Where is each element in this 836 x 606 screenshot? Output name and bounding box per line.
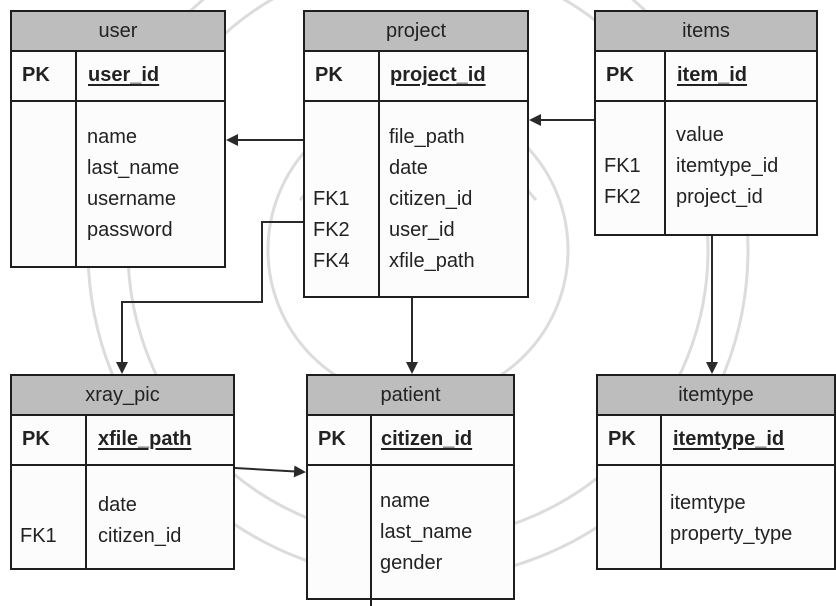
pk-field: user_id [88,64,160,86]
entity-itemtype[interactable]: itemtype PK itemtype_id itemtype propert… [596,374,836,570]
attribute-list: name last_name username password [12,102,224,268]
pk-row: PK user_id [12,52,224,102]
field-name: citizen_id [389,188,473,210]
pk-label: PK [22,428,50,450]
entity-patient[interactable]: patient PK citizen_id name last_name gen… [306,374,515,606]
entity-user[interactable]: user PK user_id name last_name username … [10,10,226,268]
entity-title: project [305,12,527,52]
pk-row: PK item_id [596,52,816,102]
field-name: username [87,188,176,210]
field-key: FK4 [313,250,350,272]
attribute-list: FK1 date citizen_id [12,466,233,570]
attribute-list: FK1 FK2 FK4 file_path date citizen_id us… [305,102,527,298]
field-key [22,153,72,184]
field-name: itemtype [670,492,746,514]
pk-label: PK [608,428,636,450]
field-key [22,184,72,215]
relation-xray-pic-patient [234,465,306,478]
field-name: user_id [389,219,455,241]
attribute-list: itemtype property_type [598,466,834,570]
field-key [22,215,72,246]
pk-label: PK [318,428,346,450]
field-name: last_name [87,157,180,179]
entity-title: items [596,12,816,52]
field-key [313,122,375,153]
attribute-list: name last_name gender [308,466,513,606]
field-name: project_id [676,186,763,208]
field-name: property_type [670,523,793,545]
field-name: itemtype_id [676,155,779,177]
pk-label: PK [22,64,50,86]
field-key: FK2 [313,219,350,241]
field-name: password [87,219,173,241]
pk-row: PK xfile_path [12,416,233,466]
pk-field: item_id [677,64,748,86]
field-name: name [380,490,431,512]
pk-label: PK [606,64,634,86]
field-name: date [98,494,137,516]
pk-row: PK project_id [305,52,527,102]
field-name: gender [380,552,443,574]
field-key [20,490,82,521]
pk-field: xfile_path [98,428,192,450]
entity-title: patient [308,376,513,416]
field-name: last_name [380,521,473,543]
field-key [604,120,662,151]
field-key [22,122,72,153]
pk-field: itemtype_id [673,428,785,450]
entity-project[interactable]: project PK project_id FK1 FK2 FK4 file_p… [303,10,529,298]
entity-title: user [12,12,224,52]
field-key: FK2 [604,186,641,208]
field-name: citizen_id [98,525,182,547]
field-key [313,153,375,184]
field-key: FK1 [604,155,641,177]
field-name: file_path [389,126,465,148]
entity-xray-pic[interactable]: xray_pic PK xfile_path FK1 date citizen_… [10,374,235,570]
entity-title: xray_pic [12,376,233,416]
pk-field: project_id [390,64,486,86]
pk-row: PK itemtype_id [598,416,834,466]
pk-row: PK citizen_id [308,416,513,466]
entity-items[interactable]: items PK item_id FK1 FK2 value itemtype_… [594,10,818,236]
pk-label: PK [315,64,343,86]
attribute-list: FK1 FK2 value itemtype_id project_id [596,102,816,236]
field-name: date [389,157,428,179]
field-name: name [87,126,138,148]
field-key: FK1 [20,525,57,547]
field-name: xfile_path [389,250,475,272]
entity-title: itemtype [598,376,834,416]
field-name: value [676,124,724,146]
field-key: FK1 [313,188,350,210]
pk-field: citizen_id [381,428,473,450]
